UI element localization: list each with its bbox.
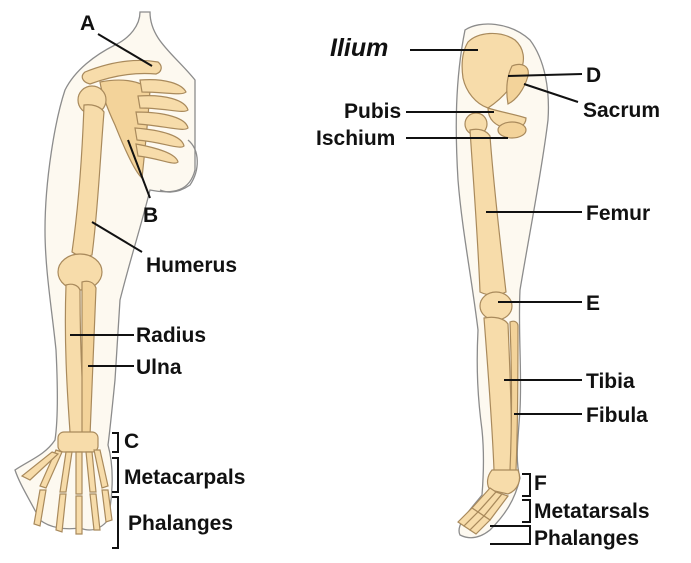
label-b: B	[143, 204, 158, 227]
label-metacarpals: Metacarpals	[124, 466, 245, 489]
metacarpal-3	[75, 451, 83, 495]
label-fibula: Fibula	[586, 404, 648, 427]
metacarpal-4	[85, 451, 97, 493]
rib-3	[135, 111, 189, 130]
label-d: D	[586, 64, 601, 87]
bracket-metacarpals	[112, 457, 119, 493]
label-sacrum: Sacrum	[583, 99, 660, 122]
label-metatarsals: Metatarsals	[534, 500, 650, 523]
label-ilium: Ilium	[330, 34, 388, 62]
label-pubis: Pubis	[344, 100, 401, 123]
label-humerus: Humerus	[146, 254, 237, 277]
rib-5	[135, 143, 179, 164]
clavicle-bone	[81, 59, 162, 85]
bracket-phalanges	[112, 496, 119, 549]
fibula-bone	[509, 320, 519, 473]
rib-2	[137, 95, 189, 112]
arm-leader-lines	[70, 33, 153, 549]
label-phalanges-leg: Phalanges	[534, 527, 639, 550]
tarsal-bones	[486, 469, 521, 495]
leader-humerus	[91, 221, 143, 253]
phalanx-finger-4	[89, 493, 101, 531]
leader-a	[97, 33, 153, 67]
phalanx-finger-1	[33, 489, 47, 527]
bracket-phalanges-leg	[490, 525, 531, 545]
label-radius: Radius	[136, 324, 206, 347]
label-ulna: Ulna	[136, 356, 182, 379]
label-c: C	[124, 430, 139, 453]
metacarpal-2	[59, 451, 73, 493]
sacrum-bone	[506, 63, 529, 105]
label-femur: Femur	[586, 202, 650, 225]
label-phalanges-arm: Phalanges	[128, 512, 233, 535]
leg-labels: Ilium D Pubis Sacrum Ischium Femur E Tib…	[316, 34, 660, 550]
bracket-metatarsals	[522, 499, 531, 523]
rib-1	[139, 79, 187, 95]
leader-sacrum	[523, 83, 579, 103]
phalanx-finger-5	[101, 489, 113, 523]
humerus-bone	[71, 104, 105, 258]
thumb-phalanges	[20, 451, 60, 481]
bracket-c	[112, 432, 119, 453]
metacarpal-1	[39, 449, 63, 489]
bracket-f	[522, 473, 531, 497]
label-a: A	[80, 12, 95, 35]
patella-bone	[479, 291, 513, 321]
arm-labels: A B Humerus Radius Ulna C Metacarpals Ph…	[80, 12, 245, 535]
ribcage-outline	[159, 139, 198, 193]
leader-d	[507, 73, 583, 77]
carpal-bones	[57, 431, 99, 453]
label-f: F	[534, 472, 547, 495]
phalanx-finger-3	[75, 495, 83, 535]
toe-phalanges-3	[469, 515, 491, 535]
arm-figure	[14, 11, 198, 535]
label-tibia: Tibia	[586, 370, 635, 393]
elbow-joint	[57, 253, 103, 291]
leg-figure	[455, 23, 550, 539]
leg-leader-lines	[406, 49, 583, 545]
phalanx-finger-2	[55, 493, 67, 533]
label-ischium: Ischium	[316, 127, 395, 150]
leader-b	[127, 139, 151, 199]
metacarpal-5	[93, 449, 109, 489]
rib-4	[134, 127, 185, 148]
ischium-bone	[497, 121, 527, 139]
label-e: E	[586, 292, 600, 315]
